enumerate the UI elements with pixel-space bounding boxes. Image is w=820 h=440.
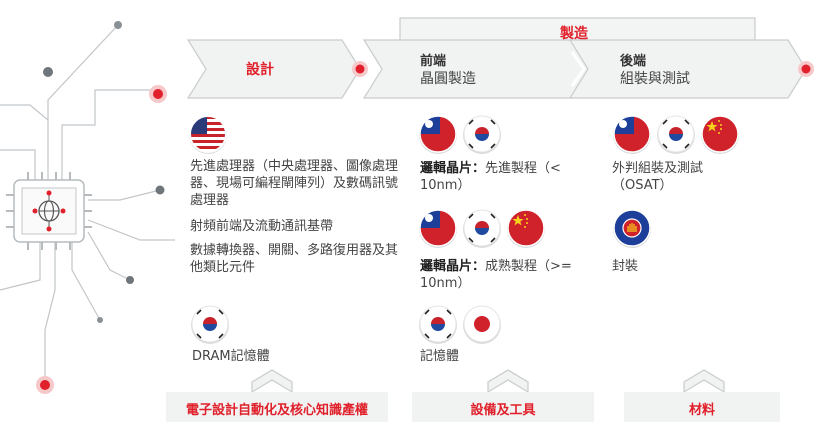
frontend-subtitle: 晶圓製造 [420, 71, 476, 87]
manufacturing-label: 製造 [560, 26, 588, 42]
kr-flag-icon [419, 305, 457, 344]
materials-up-arrow [683, 369, 725, 394]
cn-flag-icon [701, 115, 739, 154]
backend-chevron [568, 39, 807, 99]
kr-flag-icon [191, 305, 229, 344]
cn-flag-icon [507, 209, 545, 248]
eda-ip-label: 電子設計自動化及核心知識產權 [185, 403, 368, 418]
backend-subtitle: 組裝與測試 [620, 71, 690, 87]
chevron-divider [570, 51, 586, 87]
circuit-nodes [36, 21, 167, 394]
logic-advanced-desc: 先進製程（< 10nm） [420, 161, 561, 193]
osat-text: 外判組裝及測試（OSAT） [612, 161, 704, 193]
jp-flag-icon [463, 305, 501, 344]
eda-up-arrow [251, 369, 293, 394]
equipment-box [412, 392, 594, 422]
kr-flag-icon [463, 115, 501, 154]
equipment-tools-label: 設備及工具 [470, 403, 536, 418]
logic-advanced-text: 邏輯晶片：先進製程（< 10nm） [420, 160, 590, 194]
design-item-analog: 數據轉換器、開關、多路復用器及其他類比元件 [190, 243, 399, 275]
chip-icon [6, 172, 92, 250]
design-label: 設計 [246, 62, 274, 78]
frontend-chevron [362, 39, 593, 99]
logic-mature-desc: 成熟製程（>= 10nm） [420, 259, 572, 291]
design-chevron [186, 39, 361, 99]
frontend-title: 前端 [420, 54, 447, 69]
logic-advanced-label: 邏輯晶片： [420, 161, 486, 176]
tw-flag-icon [419, 209, 457, 248]
dram-label: DRAM記憶體 [192, 349, 270, 364]
materials-label: 材料 [688, 403, 715, 418]
tw-flag-icon [613, 115, 651, 154]
equipment-up-arrow [487, 369, 529, 394]
logic-mature-label: 邏輯晶片： [420, 259, 486, 274]
kr-flag-icon [657, 115, 695, 154]
memory-label: 記憶體 [420, 349, 460, 364]
materials-box [624, 392, 780, 422]
eda-box [166, 392, 388, 422]
us-flag-icon [189, 115, 227, 154]
backend-title: 後端 [620, 54, 647, 69]
design-item-processors: 先進處理器（中央處理器、圖像處理器、現場可編程閘陣列）及數碼訊號處理器 [190, 159, 399, 208]
design-item-rf: 射頻前端及流動通訊基帶 [190, 219, 334, 234]
packaging-label: 封裝 [612, 259, 639, 274]
circuit-traces [0, 24, 175, 385]
tw-flag-icon [419, 115, 457, 154]
kr-flag-icon [463, 209, 501, 248]
logic-mature-text: 邏輯晶片：成熟製程（>= 10nm） [420, 258, 590, 292]
asean-flag-icon [613, 209, 651, 248]
